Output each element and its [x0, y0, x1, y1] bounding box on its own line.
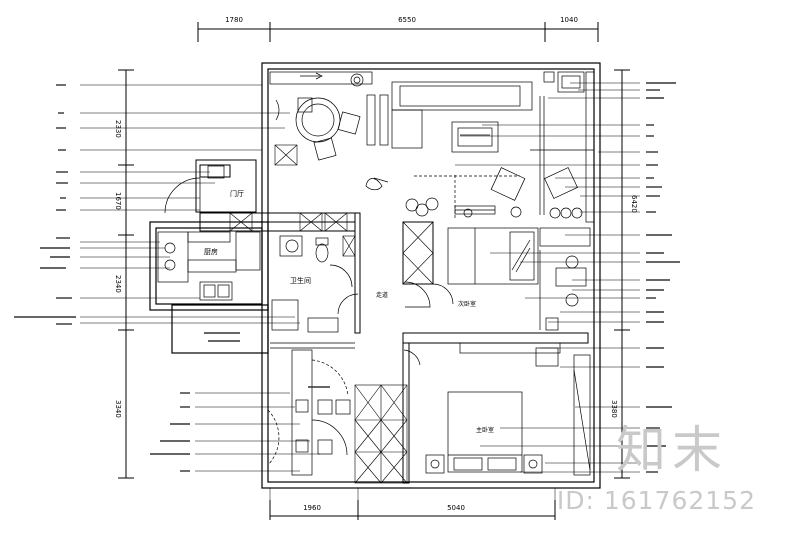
- dim-left-3: 2340: [114, 275, 122, 293]
- dim-bottom-2: 5040: [447, 504, 465, 512]
- label-second-bedroom: 次卧室: [458, 300, 476, 308]
- label-corridor: 走道: [376, 291, 388, 299]
- corridor: 走道: [337, 177, 431, 366]
- dimension-bottom: 1960 5040: [269, 500, 556, 520]
- coffee-table: [451, 121, 499, 153]
- dim-top-1: 1780: [225, 16, 243, 24]
- outer-walls: [149, 62, 601, 489]
- left-annotation-marks: [14, 84, 330, 472]
- kitchen: 厨房: [157, 231, 237, 301]
- bottom-left-room: [267, 342, 355, 476]
- entry: 门厅: [164, 165, 244, 214]
- left-leader-lines: [80, 84, 320, 472]
- bathroom: 卫生间: [235, 231, 353, 333]
- right-leader-lines: [455, 82, 640, 473]
- study-furniture: [269, 71, 389, 161]
- label-kitchen: 厨房: [204, 247, 218, 256]
- label-entry: 门厅: [230, 189, 244, 198]
- bottom-extension-lines: [269, 488, 556, 500]
- bed-second: [447, 227, 539, 285]
- dim-right-1: 6420: [630, 195, 638, 213]
- hatch-blocks: [229, 144, 434, 484]
- toilet: [315, 243, 329, 263]
- label-master-bedroom: 主卧室: [476, 426, 494, 434]
- master-bedroom: 主卧室: [425, 342, 591, 476]
- balcony: [530, 71, 595, 223]
- dim-bottom-1: 1960: [303, 504, 321, 512]
- right-annotation-marks: [646, 82, 680, 473]
- round-table: [295, 97, 341, 143]
- dimension-right: 6420 3380: [610, 69, 638, 479]
- second-bedroom: 次卧室: [432, 227, 591, 331]
- dim-left-1: 2330: [114, 120, 122, 138]
- basin: [285, 239, 299, 253]
- dim-left-2: 1670: [114, 192, 122, 210]
- bed-master: [447, 391, 523, 473]
- dim-top-3: 1040: [560, 16, 578, 24]
- dim-right-2: 3380: [610, 400, 618, 418]
- label-bathroom: 卫生间: [290, 276, 311, 285]
- dim-top-2: 6550: [398, 16, 416, 24]
- dimension-left: 2330 1670 2340 3340: [114, 69, 134, 479]
- living-room-furniture: [391, 81, 583, 219]
- sofa: [391, 81, 533, 111]
- dimension-top: 1780 6550 1040: [197, 16, 599, 42]
- interior-walls: [195, 159, 589, 484]
- dim-left-4: 3340: [114, 400, 122, 418]
- stove-burner: [164, 242, 176, 254]
